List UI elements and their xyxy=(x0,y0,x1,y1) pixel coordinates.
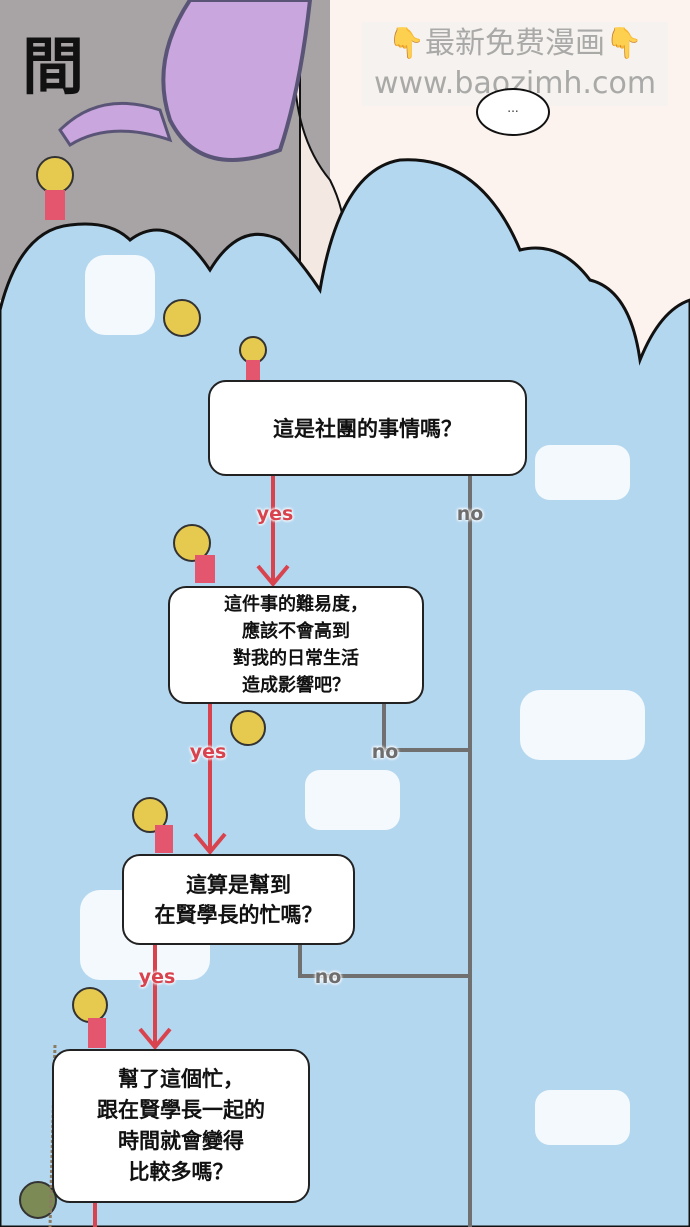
question-2-line: 應該不會高到 xyxy=(242,621,350,642)
yes-label: yes xyxy=(189,741,227,763)
yes-label: yes xyxy=(256,503,294,525)
no-label: no xyxy=(314,966,342,988)
question-box-2: 這件事的難易度， 應該不會高到 對我的日常生活 造成影響吧？ xyxy=(168,586,424,704)
question-2-line: 造成影響吧？ xyxy=(242,675,350,696)
question-3-line: 這算是幫到 xyxy=(186,872,291,897)
question-4-line: 時間就會變得 xyxy=(118,1129,244,1153)
question-1-line: 這是社團的事情嗎？ xyxy=(273,417,462,441)
no-lines xyxy=(298,476,472,1227)
no-label: no xyxy=(456,503,484,525)
yes-arrows xyxy=(93,476,290,1227)
watermark-line1: 👇最新免费漫画👇 xyxy=(387,26,643,61)
question-4-line: 跟在賢學長一起的 xyxy=(97,1098,265,1122)
question-2-line: 這件事的難易度， xyxy=(224,594,368,615)
yes-label: yes xyxy=(138,966,176,988)
question-4-line: 幫了這個忙， xyxy=(118,1067,244,1091)
speech-bubble: ... xyxy=(476,88,550,136)
climber-figures xyxy=(19,156,267,1219)
question-box-1: 這是社團的事情嗎？ xyxy=(208,380,527,476)
question-box-4: 幫了這個忙， 跟在賢學長一起的 時間就會變得 比較多嗎？ xyxy=(52,1049,310,1203)
no-label: no xyxy=(371,741,399,763)
sign-character: 間 xyxy=(22,30,85,103)
question-4-line: 比較多嗎？ xyxy=(128,1160,234,1184)
question-3-line: 在賢學長的忙嗎？ xyxy=(154,902,323,927)
watermark: 👇最新免费漫画👇 www.baozimh.com xyxy=(362,22,668,106)
question-2-line: 對我的日常生活 xyxy=(233,648,359,669)
question-box-3: 這算是幫到 在賢學長的忙嗎？ xyxy=(122,854,355,945)
